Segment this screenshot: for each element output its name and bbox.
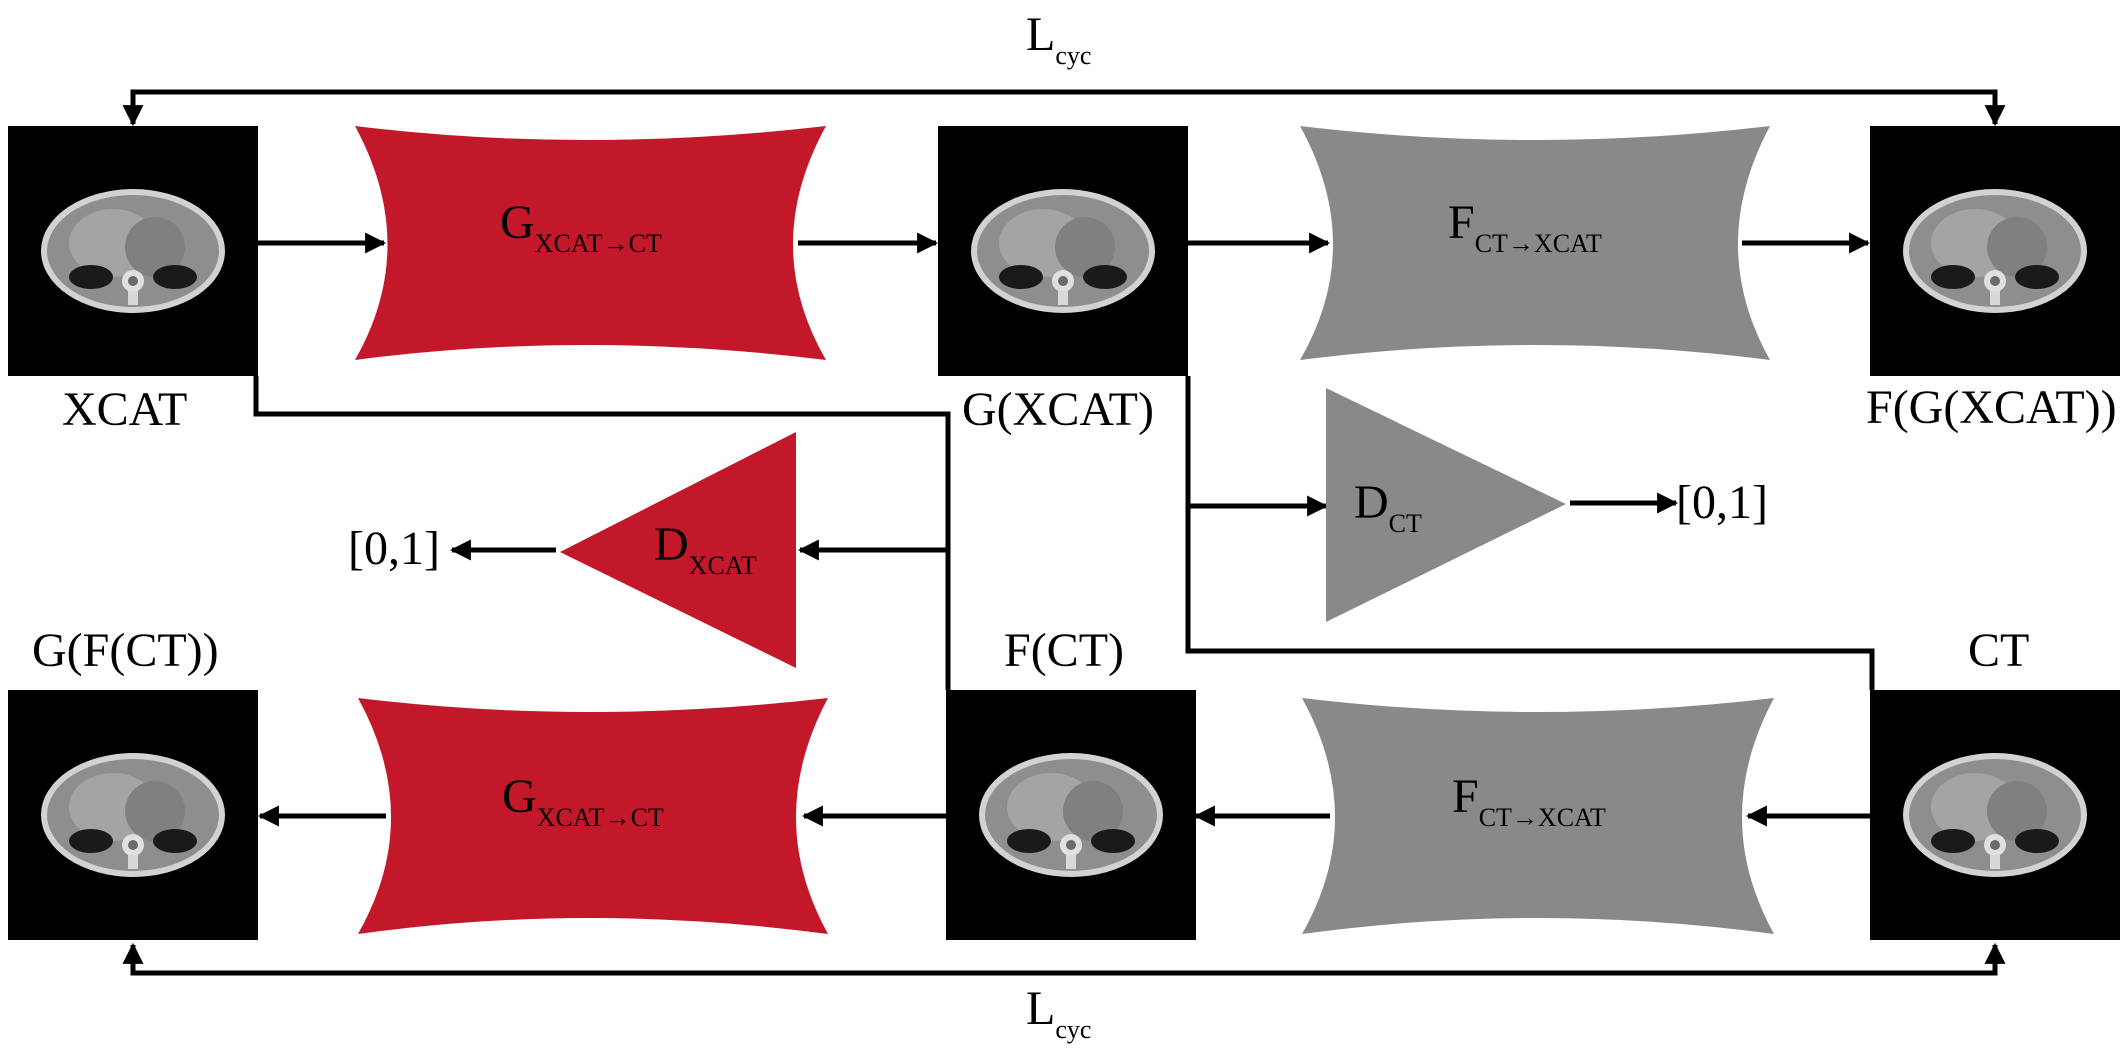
image-f-g-xcat <box>1870 126 2120 376</box>
generator-g-bottom: GXCAT→CT <box>358 698 828 934</box>
line-gxcat-to-ct <box>1185 376 1875 690</box>
cycle-loss-top-label: Lcyc <box>1026 8 1091 70</box>
label-xcat: XCAT <box>62 383 187 436</box>
cycle-loss-bottom-label: Lcyc <box>1026 982 1091 1044</box>
image-ct <box>1870 690 2120 940</box>
cycle-loss-top-line <box>122 89 1998 127</box>
discriminator-ct-output: [0,1] <box>1676 476 1768 529</box>
generator-f-top-label: FCT→XCAT <box>1448 196 1602 258</box>
discriminator-ct-label: DCT <box>1354 476 1422 538</box>
discriminator-xcat-label: DXCAT <box>654 518 757 580</box>
generator-f-bottom: FCT→XCAT <box>1302 698 1774 934</box>
image-xcat <box>8 126 258 376</box>
generator-g-bottom-label: GXCAT→CT <box>502 770 664 832</box>
label-g-f-ct: G(F(CT)) <box>32 624 219 677</box>
connectors <box>122 89 2006 976</box>
label-g-xcat: G(XCAT) <box>962 383 1154 436</box>
generator-f-top: FCT→XCAT <box>1300 126 1770 360</box>
image-g-f-ct <box>8 690 258 940</box>
image-g-xcat <box>938 126 1188 376</box>
image-f-ct <box>946 690 1196 940</box>
label-f-g-xcat: F(G(XCAT)) <box>1866 381 2117 434</box>
label-ct: CT <box>1968 624 2029 677</box>
generator-f-bottom-label: FCT→XCAT <box>1452 770 1606 832</box>
discriminator-xcat: DXCAT <box>560 432 796 668</box>
generator-g-top-label: GXCAT→CT <box>500 196 662 258</box>
generator-g-top: GXCAT→CT <box>355 126 826 360</box>
line-xcat-to-dxcat <box>253 376 951 550</box>
discriminator-xcat-output: [0,1] <box>348 522 440 575</box>
discriminator-ct: DCT <box>1326 388 1566 622</box>
cycle-loss-bottom-line <box>130 942 2006 976</box>
label-f-ct: F(CT) <box>1004 624 1124 677</box>
